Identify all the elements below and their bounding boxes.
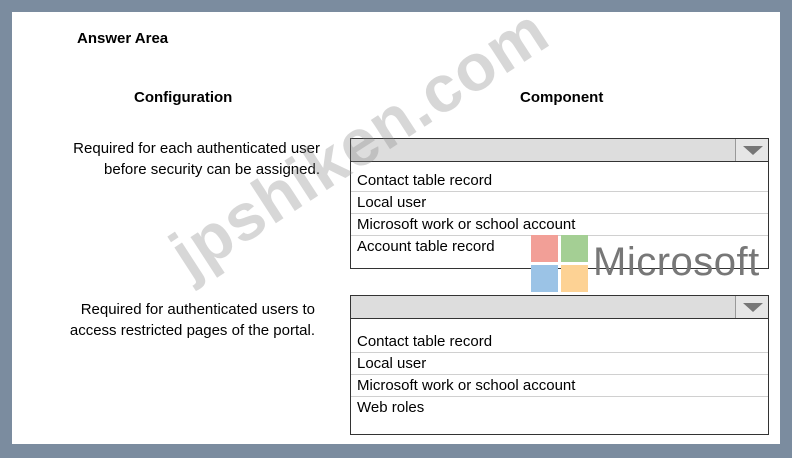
requirement-2-line1: Required for authenticated users to — [80, 301, 315, 318]
dropdown-2-options: Contact table record Local user Microsof… — [351, 331, 768, 418]
component-dropdown-1[interactable]: Contact table record Local user Microsof… — [350, 138, 769, 269]
component-header: Component — [520, 89, 604, 106]
chevron-down-icon — [743, 146, 763, 155]
dropdown-1-option[interactable]: Account table record — [357, 238, 495, 255]
dropdown-1-selected[interactable] — [351, 139, 768, 162]
dropdown-2-option[interactable]: Local user — [351, 353, 768, 375]
answer-area-title: Answer Area — [77, 30, 169, 47]
dropdown-2-selected[interactable] — [351, 296, 768, 319]
dropdown-2-option[interactable]: Contact table record — [351, 331, 768, 353]
requirement-1-line2: before security can be assigned. — [104, 161, 320, 178]
dropdown-1-toggle[interactable] — [735, 139, 768, 161]
answer-panel: Answer Area Configuration Component Requ… — [12, 0, 780, 444]
requirement-1-text: Required for each authenticated user bef… — [73, 138, 320, 180]
logo-square-green — [561, 235, 588, 262]
dropdown-1-option[interactable]: Microsoft work or school account — [351, 214, 768, 236]
logo-square-blue — [531, 265, 558, 292]
requirement-2-text: Required for authenticated users to acce… — [70, 299, 315, 341]
chevron-down-icon — [743, 303, 763, 312]
component-dropdown-2[interactable]: Contact table record Local user Microsof… — [350, 295, 769, 435]
dropdown-1-options: Contact table record Local user Microsof… — [351, 170, 768, 257]
requirement-2-line2: access restricted pages of the portal. — [69, 322, 315, 339]
logo-square-red — [531, 235, 558, 262]
logo-square-yellow — [561, 265, 588, 292]
microsoft-wordmark: Microsoft — [593, 240, 760, 284]
dropdown-2-toggle[interactable] — [735, 296, 768, 318]
dropdown-1-option[interactable]: Local user — [351, 192, 768, 214]
dropdown-2-option[interactable]: Web roles — [357, 399, 425, 416]
configuration-header: Configuration — [134, 89, 233, 106]
dropdown-1-option[interactable]: Contact table record — [351, 170, 768, 192]
requirement-1-line1: Required for each authenticated user — [73, 140, 320, 157]
dropdown-2-option[interactable]: Microsoft work or school account — [351, 375, 768, 397]
